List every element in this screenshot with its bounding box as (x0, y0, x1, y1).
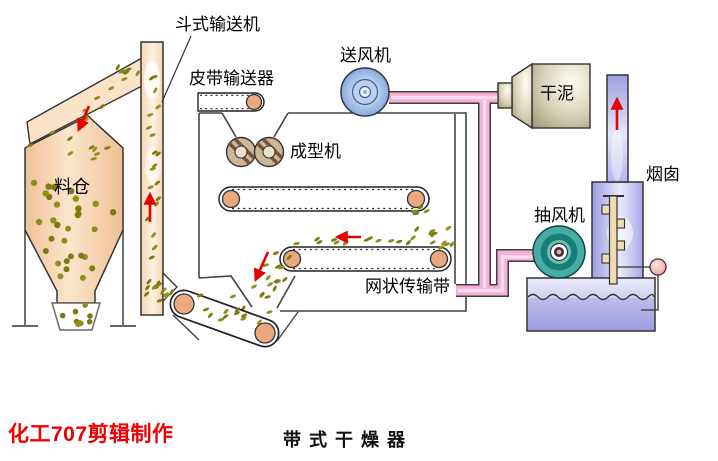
forming-machine-rollers (225, 136, 285, 168)
particles-front (156, 282, 273, 325)
exhaust-fan-blower (532, 225, 586, 279)
dryer-box (198, 112, 467, 312)
dry-mud-hopper (497, 62, 591, 130)
particles-back (27, 64, 162, 328)
silo-legs (12, 230, 136, 327)
discharge-conveyor (169, 289, 299, 348)
damper-rod (601, 195, 626, 285)
dryer-mesh-belt-lower (279, 246, 452, 272)
silo-hopper (24, 115, 124, 304)
label-supply-fan: 送风机 (340, 46, 391, 65)
supply-fan-blower (340, 67, 390, 117)
page-title: 带式干燥器 (283, 430, 413, 451)
water-tank (526, 277, 656, 332)
label-leader-line (161, 35, 192, 103)
bucket-elevator (140, 41, 178, 316)
label-exhaust-fan: 抽风机 (534, 206, 585, 225)
label-forming-machine: 成型机 (290, 142, 341, 161)
feed-belt-conveyor (197, 92, 265, 112)
label-silo: 料仓 (54, 177, 90, 197)
label-mesh-belt: 网状传输带 (365, 277, 450, 296)
float-valve (617, 258, 667, 311)
air-pipes (389, 91, 560, 297)
label-bucket-conveyor: 斗式输送机 (175, 15, 260, 34)
label-dry-mud: 干泥 (540, 84, 574, 103)
dryer-mesh-belt-upper (218, 186, 430, 212)
flow-arrows (76, 96, 624, 282)
credit-text: 化工707剪辑制作 (8, 423, 174, 446)
label-belt-conveyor: 皮带输送器 (189, 69, 274, 88)
label-chimney: 烟囱 (646, 165, 680, 184)
